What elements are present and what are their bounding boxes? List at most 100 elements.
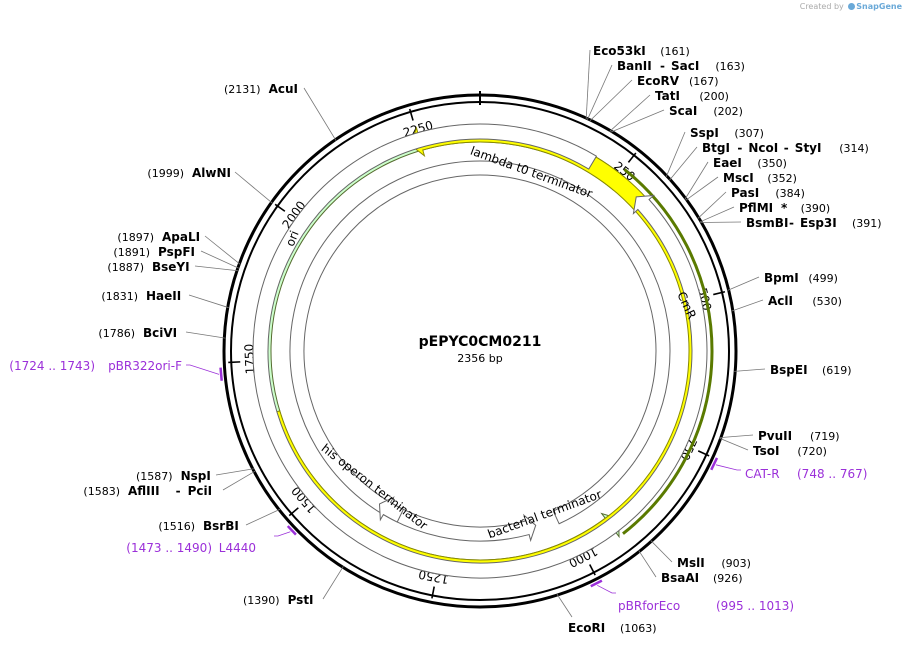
site-leader-line — [734, 368, 766, 372]
site-name: BsrBI — [203, 519, 239, 533]
site-leader-line — [727, 276, 760, 291]
primer-marker[interactable] — [286, 525, 297, 536]
site-name: BanII — [617, 59, 652, 73]
restriction-site-label[interactable]: BtgI-NcoI-StyI(314) — [702, 141, 869, 155]
primer-marker[interactable] — [710, 457, 719, 471]
site-leader-line — [609, 94, 651, 132]
site-leader-line — [731, 299, 764, 312]
site-position: (903) — [721, 557, 751, 570]
restriction-site-label[interactable]: PvuII(719) — [758, 429, 840, 443]
site-name: MscI — [723, 171, 754, 185]
site-leader-line — [719, 434, 754, 439]
restriction-site-label[interactable]: BsmBI-Esp3I(391) — [746, 216, 882, 230]
site-name: EaeI — [713, 156, 742, 170]
site-name: SspI — [690, 126, 719, 140]
restriction-site-label[interactable]: PstI (1390) — [243, 593, 314, 607]
restriction-site-label[interactable]: AlwNI (1999) — [147, 166, 231, 180]
restriction-site-label[interactable]: MscI(352) — [723, 171, 797, 185]
site-leader-line — [669, 146, 698, 181]
restriction-site-label[interactable]: HaeII(1831) — [101, 289, 181, 303]
restriction-site-label[interactable]: ScaI(202) — [669, 104, 743, 118]
restriction-site-label[interactable]: BspEI(619) — [770, 363, 852, 377]
site-separator: - — [660, 59, 665, 73]
restriction-site-label[interactable]: TatI(200) — [655, 89, 729, 103]
restriction-site-label[interactable]: TsoI(720) — [753, 444, 827, 458]
restriction-site-label[interactable]: BseYI(1887) — [107, 260, 189, 274]
site-alt-name: Esp3I — [800, 216, 837, 230]
site-name: BsaAI — [661, 571, 699, 585]
site-leader-line — [204, 235, 241, 265]
restriction-site-label[interactable]: BsaAI (926) — [661, 571, 743, 585]
site-leader-line — [650, 540, 673, 563]
primer-name: CAT-R — [745, 467, 780, 481]
site-leader-line — [245, 508, 281, 526]
site-position: (200) — [699, 90, 729, 103]
primer-name: pBRforEco — [618, 599, 680, 613]
restriction-site-label[interactable]: MslI(903) — [677, 556, 751, 570]
site-position: (350) — [757, 157, 787, 170]
restriction-site-label[interactable]: PspFI(1891) — [113, 245, 195, 259]
restriction-site-label[interactable]: BpmI (499) — [764, 271, 838, 285]
site-leader-line — [194, 265, 238, 272]
primer-range: (995 .. 1013) — [716, 599, 794, 613]
site-name: AlwNI — [192, 166, 231, 180]
restriction-site-label[interactable]: AclI(530) — [768, 294, 842, 308]
primer-marker[interactable] — [590, 579, 603, 588]
site-leader-line — [589, 79, 633, 122]
primer-marker[interactable] — [219, 367, 223, 381]
cmr-selection-outline — [622, 168, 714, 535]
site-leader-line — [638, 550, 657, 578]
tick-mark — [627, 152, 637, 163]
site-position: (1583) — [83, 485, 120, 498]
site-position: (391) — [852, 217, 882, 230]
site-leader-line — [700, 221, 742, 223]
credit-prefix: Created by — [799, 2, 844, 11]
lambda-t0-terminator-arrow[interactable] — [252, 123, 708, 579]
restriction-site-label[interactable]: BciVI (1786) — [98, 326, 177, 340]
site-leader-line — [185, 331, 226, 339]
site-name: BpmI — [764, 271, 799, 285]
bacterial-terminator-arrow[interactable] — [289, 160, 671, 543]
restriction-site-label[interactable]: SspI(307) — [690, 126, 764, 140]
site-separator: - — [176, 484, 181, 498]
site-position: (1786) — [98, 327, 135, 340]
restriction-site-label[interactable]: PflMI*(390) — [739, 201, 830, 215]
site-name: BciVI — [143, 326, 177, 340]
site-name: PflMI — [739, 201, 773, 215]
site-name: AcuI — [269, 82, 298, 96]
site-position: (163) — [715, 60, 745, 73]
site-position: (1999) — [147, 167, 184, 180]
restriction-site-label[interactable]: BanII-SacI(163) — [617, 59, 745, 73]
site-position: (1891) — [113, 246, 150, 259]
site-position: (926) — [713, 572, 743, 585]
restriction-site-label[interactable]: AflIII -PciI (1583) — [83, 484, 212, 498]
site-name: PvuII — [758, 429, 792, 443]
site-name: AflIII — [128, 484, 160, 498]
site-alt-name: PciI — [188, 484, 213, 498]
restriction-site-label[interactable]: PasI(384) — [731, 186, 805, 200]
his-operon-terminator-arrow[interactable] — [378, 496, 405, 523]
restriction-site-label[interactable]: EaeI (350) — [713, 156, 787, 170]
site-leader-line — [585, 49, 591, 120]
restriction-site-label[interactable]: BsrBI(1516) — [158, 519, 238, 533]
restriction-site-label[interactable]: EcoRI(1063) — [568, 621, 657, 635]
site-position: (530) — [812, 295, 842, 308]
restriction-site-label[interactable]: AcuI (2131) — [224, 82, 298, 96]
site-leader-line — [556, 593, 573, 618]
site-alt-name: NcoI — [748, 141, 778, 155]
site-name: EcoRV — [637, 74, 680, 88]
site-name: PstI — [288, 593, 314, 607]
primer-group: CAT-R(748 .. 767)pBRforEco(995 .. 1013)L… — [9, 359, 867, 613]
site-position: (499) — [808, 272, 838, 285]
site-position: (2131) — [224, 83, 261, 96]
restriction-site-label[interactable]: EcoRV (167) — [637, 74, 719, 88]
restriction-site-label[interactable]: NspI(1587) — [136, 469, 211, 483]
site-name: PasI — [731, 186, 759, 200]
restriction-site-label[interactable]: ApaLI(1897) — [117, 230, 200, 244]
site-position: (1390) — [243, 594, 280, 607]
site-name: BsmBI — [746, 216, 788, 230]
restriction-site-label[interactable]: Eco53kI(161) — [593, 44, 690, 58]
site-position: (167) — [689, 75, 719, 88]
